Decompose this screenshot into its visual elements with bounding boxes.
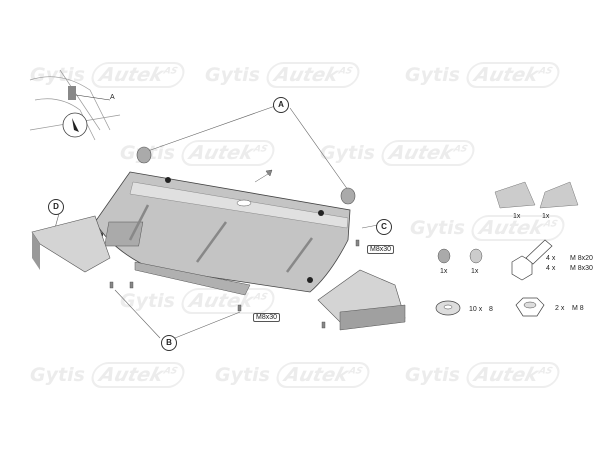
bracket-right-qty: 1x bbox=[542, 213, 550, 220]
nut-size: M 8 bbox=[572, 305, 584, 312]
bolt-tag: M8x30 bbox=[253, 313, 281, 322]
bolt-qty-2: 4 x bbox=[546, 265, 556, 272]
watermark: Gytis AutekAS bbox=[205, 62, 363, 88]
watermark: Gytis AutekAS bbox=[405, 362, 563, 388]
watermark: Gytis AutekAS bbox=[120, 288, 278, 314]
washer-qty: 10 x bbox=[469, 306, 483, 313]
watermark: Gytis AutekAS bbox=[405, 62, 563, 88]
inset-sketch bbox=[29, 69, 121, 141]
callout-a: A bbox=[273, 97, 289, 113]
bolt-size-2: M 8x30 bbox=[570, 265, 593, 272]
watermark: Gytis AutekAS bbox=[320, 140, 478, 166]
clip2-qty: 1x bbox=[471, 268, 479, 275]
watermark: Gytis AutekAS bbox=[410, 215, 568, 241]
watermark: Gytis AutekAS bbox=[215, 362, 373, 388]
callout-d: D bbox=[48, 199, 64, 215]
bolt-size-1: M 8x20 bbox=[570, 255, 593, 262]
bracket-left-qty: 1x bbox=[513, 213, 521, 220]
clip1-qty: 1x bbox=[440, 268, 448, 275]
inset-label-a: A bbox=[110, 94, 115, 101]
callout-c: C bbox=[376, 219, 392, 235]
washer-size: 8 bbox=[489, 306, 493, 313]
bolt-tag: M8x30 bbox=[367, 245, 395, 254]
watermark: Gytis AutekAS bbox=[30, 362, 188, 388]
callout-b: B bbox=[161, 335, 177, 351]
nut-qty: 2 x bbox=[555, 305, 565, 312]
bolt-qty-1: 4 x bbox=[546, 255, 556, 262]
